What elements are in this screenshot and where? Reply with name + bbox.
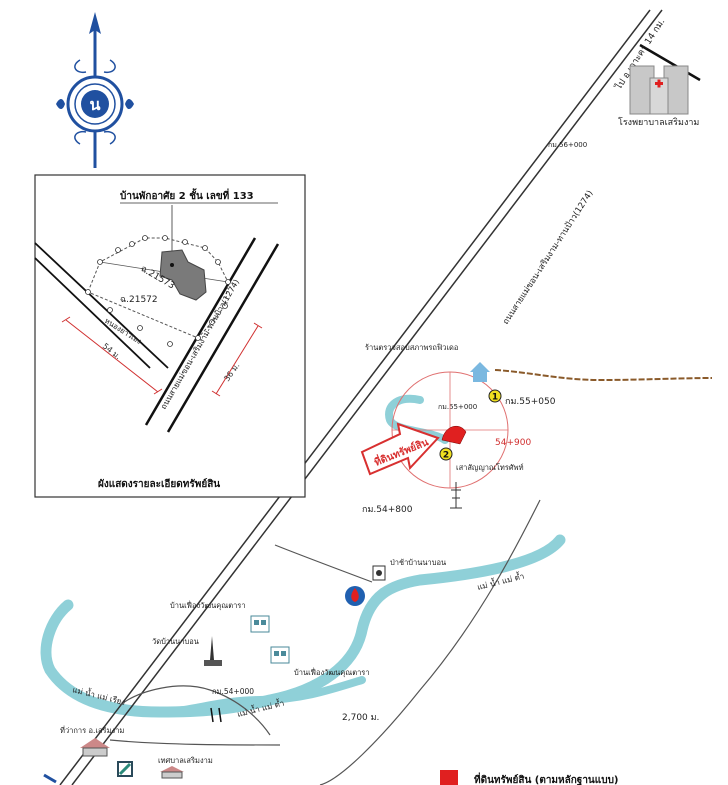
north-symbol: น	[90, 95, 101, 114]
inset-house-title: บ้านพักอาศัย 2 ชั้น เลขที่ 133	[120, 188, 254, 202]
fuel-station-icon	[345, 586, 365, 606]
hospital-label: โรงพยาบาลเสริมงาม	[618, 117, 699, 128]
inset-building	[159, 249, 207, 301]
marker-1: 1	[488, 389, 502, 403]
road-left-branch	[274, 544, 373, 583]
inset-main-road-2	[166, 243, 280, 433]
inset-deed-2: ฉ.21572	[120, 295, 158, 305]
district-office-icon	[80, 738, 110, 757]
inset-caption: ผังแสดงรายละเอียดทรัพย์สิน	[98, 478, 220, 490]
road-spur-top	[639, 43, 701, 82]
river-lower	[156, 676, 366, 716]
property-arrow	[360, 422, 440, 476]
dirt-road	[494, 369, 713, 382]
hospital-icon	[629, 65, 689, 115]
road-right-diagonal	[319, 499, 541, 785]
svg-text:1: 1	[492, 393, 498, 403]
main-highway	[59, 9, 663, 785]
arrow-marker-bottom-left	[43, 773, 57, 784]
bridge-icon	[210, 707, 222, 723]
landmark-box-icon	[372, 565, 386, 581]
legend-label: ที่ดินทรัพย์สิน (ตามหลักฐานแบบ)	[474, 772, 618, 785]
village-1-label: บ้านเฟื่องวัฒนคุณตารา	[170, 600, 246, 610]
legend-swatch	[440, 770, 458, 785]
temple-icon	[204, 636, 222, 666]
municipality-label: เทศบาลเสริมงาม	[158, 756, 213, 765]
km-56-label: กม.56+000	[548, 141, 587, 149]
km-54-800-label: กม.54+800	[362, 505, 413, 515]
highway-label: ถนนสายแม่ขอน-เสริมงาม-ทานป้าว(1274)	[500, 188, 595, 326]
inset-main-road-1	[144, 237, 257, 426]
house-icon	[470, 362, 490, 382]
inset-dim-right	[211, 322, 263, 397]
secondary-roads	[109, 499, 541, 785]
river-upper	[40, 534, 566, 718]
distance-label: 2,700 ม.	[342, 713, 379, 723]
telecom-pole-label: เสาสัญญาณโทรศัพท์	[456, 463, 524, 472]
inset-plan: บ้านพักอาศัย 2 ชั้น เลขที่ 133 ฉ.21573 ฉ…	[34, 174, 306, 498]
district-office-label: ที่ว่าการ อ.เสริมงาม	[60, 725, 124, 735]
inset-dim-left	[61, 316, 163, 395]
km-54-900-label: 54+900	[495, 438, 531, 448]
inset-frame	[34, 174, 306, 498]
road-bottom	[109, 739, 281, 746]
road-lower-loop	[119, 685, 271, 736]
km-55-050-label: กม.55+050	[505, 397, 556, 407]
temple-label: วัดบ้านนาบอน	[152, 637, 199, 646]
svg-text:2: 2	[443, 451, 449, 461]
km-55-label: กม.55+000	[438, 403, 477, 411]
municipality-icon	[117, 761, 133, 777]
village-2-icon	[270, 646, 290, 664]
municipality-building-icon	[160, 766, 184, 779]
inset-road-left-2	[34, 257, 151, 369]
village-2-label: บ้านเฟื่องวัฒนคุณตารา	[294, 667, 370, 677]
forest-office-label: ป่าช้าบ้านนาบอน	[390, 558, 446, 567]
inset-road-left-1	[34, 242, 169, 369]
property-marker	[441, 425, 467, 445]
house-point-icon	[170, 263, 174, 267]
village-1-icon	[250, 615, 270, 633]
boundary-markers	[85, 235, 231, 347]
marker-2: 2	[439, 447, 453, 461]
telecom-tower-icon	[450, 482, 462, 509]
km-54-label: กม.54+000	[212, 687, 254, 696]
health-station-label: ร้านตรวจสอบสภาพรถฟิวเดอ	[365, 343, 458, 352]
north-arrow	[56, 12, 134, 168]
